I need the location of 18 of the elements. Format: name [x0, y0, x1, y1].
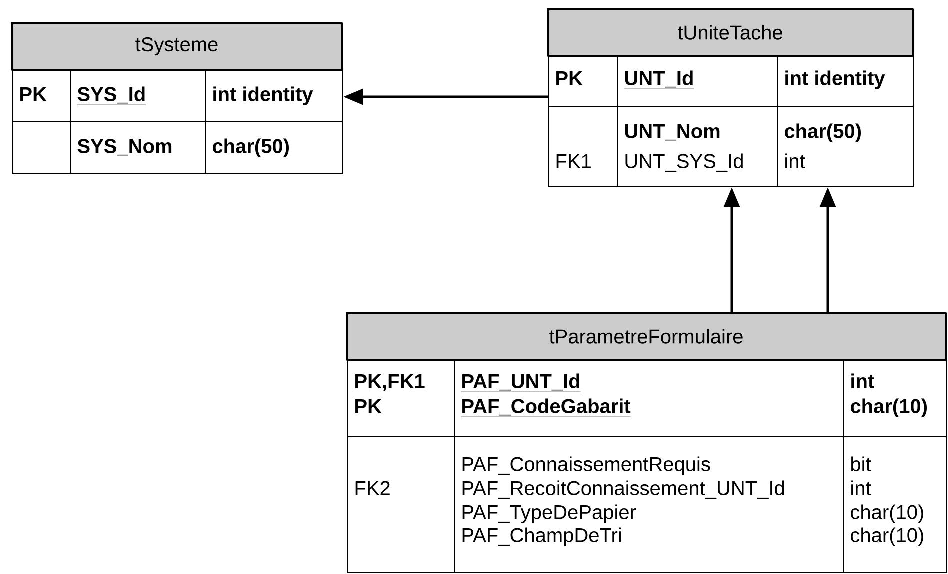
table-cell: PAF_UNT_Id PAF_CodeGabarit	[454, 360, 844, 438]
table-cell: int identity	[205, 70, 344, 122]
table-cell: int identity	[777, 56, 914, 108]
table-cell: bit int char(10) char(10)	[843, 436, 948, 574]
table-cell: int char(10)	[843, 360, 948, 438]
table-cell: SYS_Nom	[70, 121, 206, 174]
table-cell	[12, 121, 72, 174]
table-cell: char(50)	[205, 121, 344, 174]
table-cell: SYS_Id	[70, 70, 206, 122]
table-cell: PK,FK1 PK	[347, 360, 456, 438]
table-cell: PK	[548, 56, 618, 108]
table-cell: UNT_Nom UNT_SYS_Id	[617, 106, 778, 188]
table-cell: PK	[12, 70, 72, 122]
table-cell: PAF_ConnaissementRequis PAF_RecoitConnaissement_UNT_Id PAF_TypeDePapier PAF_ChampDeTri	[454, 436, 844, 574]
table-cell: UNT_Id	[617, 56, 778, 108]
table-cell: FK1	[548, 106, 618, 188]
table-cell: char(50) int	[777, 106, 914, 188]
table-cell: FK2	[347, 436, 456, 574]
